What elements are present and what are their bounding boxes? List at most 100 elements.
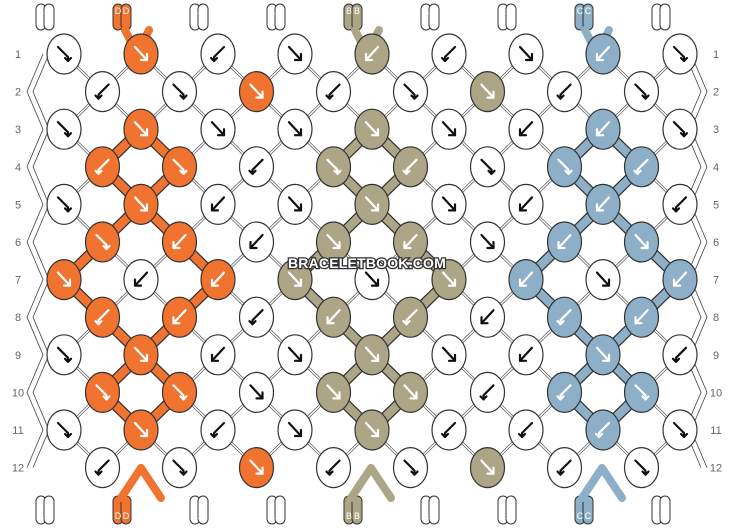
knot <box>546 221 583 263</box>
knot <box>161 70 198 113</box>
knot-arrowhead-icon <box>94 169 103 175</box>
knot <box>84 447 121 489</box>
knot <box>238 371 275 413</box>
knot <box>200 33 236 75</box>
knot <box>469 296 506 338</box>
knot-arrowhead-icon <box>63 132 73 138</box>
knot-arrowhead-icon <box>172 316 181 325</box>
knot-arrowhead-icon <box>679 56 689 63</box>
bottom-band-C <box>598 464 626 502</box>
knot-arrowhead-icon <box>326 316 335 325</box>
knot-arrowhead-icon <box>332 391 341 400</box>
knot-arrow-icon <box>441 346 457 362</box>
knot-arrowhead-icon <box>440 432 450 439</box>
knot <box>546 70 583 113</box>
knot <box>161 447 198 489</box>
row-label-left: 8 <box>15 312 21 324</box>
knot-arrowhead-icon <box>410 470 419 476</box>
knot-arrowhead-icon <box>447 353 457 362</box>
bottom-strand-A <box>505 495 517 525</box>
knot-arrowhead-icon <box>672 278 682 287</box>
knot <box>546 296 583 338</box>
knot <box>123 259 159 301</box>
knot-arrowhead-icon <box>486 90 495 99</box>
knot-arrow-icon <box>595 271 611 287</box>
top-strand-label: A <box>662 6 668 16</box>
knot <box>469 371 506 413</box>
knot-arrowhead-icon <box>402 320 411 326</box>
knot-arrowhead-icon <box>63 207 73 213</box>
knot-arrowhead-icon <box>94 470 103 476</box>
knot-arrow-icon <box>133 271 149 287</box>
bottom-band-B <box>347 464 375 502</box>
knot-arrow-icon <box>403 233 418 250</box>
knot <box>46 409 82 451</box>
bottom-strand-label: A <box>269 511 275 521</box>
knot <box>315 146 352 188</box>
knot <box>200 409 236 451</box>
knot <box>623 70 660 113</box>
knot-arrowhead-icon <box>641 94 650 100</box>
knot <box>354 108 390 150</box>
knot-arrowhead-icon <box>447 128 457 137</box>
knot <box>469 447 506 489</box>
top-strand-label: B <box>354 6 360 16</box>
knot <box>123 409 159 451</box>
knot <box>315 70 352 113</box>
knot <box>392 447 429 489</box>
row-label-right: 1 <box>713 49 719 61</box>
knot-arrowhead-icon <box>370 278 380 287</box>
knot <box>84 371 121 413</box>
bottom-strand-A <box>43 495 55 525</box>
row-label-left: 10 <box>12 387 24 399</box>
knot <box>508 334 544 376</box>
knot-arrowhead-icon <box>209 56 219 63</box>
knot-arrow-icon <box>634 309 649 325</box>
knot <box>469 221 506 263</box>
knot-arrowhead-icon <box>210 353 220 362</box>
knot-arrow-icon <box>210 346 226 362</box>
knot <box>546 146 583 188</box>
knot-arrow-icon <box>441 196 457 212</box>
knot-arrow-icon <box>557 233 572 250</box>
bottom-strand-label: A <box>277 511 283 521</box>
knot <box>161 221 198 263</box>
knot-arrowhead-icon <box>333 169 342 175</box>
knot-arrowhead-icon <box>133 278 143 287</box>
knot <box>315 447 352 489</box>
knot-arrowhead-icon <box>139 353 149 362</box>
knot <box>123 33 159 75</box>
knot-arrowhead-icon <box>370 428 380 438</box>
knot-arrow-icon <box>326 309 341 325</box>
knot <box>662 183 698 225</box>
knot <box>431 183 467 225</box>
top-strand-label: A <box>192 6 198 16</box>
bottom-strand-label: A <box>508 511 514 521</box>
knot-arrowhead-icon <box>634 316 643 325</box>
knot <box>508 259 544 301</box>
knot <box>392 221 429 263</box>
knot-arrow-icon <box>364 271 380 287</box>
knot-arrowhead-icon <box>293 428 303 438</box>
knot <box>431 334 467 376</box>
knot-arrow-icon <box>672 271 688 287</box>
top-strand-label: A <box>654 6 660 16</box>
knot-arrow-icon <box>326 233 341 250</box>
row-label-left: 1 <box>15 49 21 61</box>
knot-arrowhead-icon <box>293 203 303 212</box>
bottom-strand-label: A <box>500 511 506 521</box>
knot-arrowhead-icon <box>293 353 303 362</box>
knot <box>662 108 698 150</box>
knot-arrowhead-icon <box>595 52 605 62</box>
knot <box>508 409 544 451</box>
top-strand-label: A <box>500 6 506 16</box>
knot-arrowhead-icon <box>518 278 528 287</box>
knot <box>431 33 467 75</box>
knot-arrow-icon <box>287 196 303 212</box>
knot <box>508 108 544 150</box>
knot <box>238 146 275 188</box>
knot-arrow-icon <box>56 271 72 287</box>
knot-arrow-icon <box>249 83 264 99</box>
knot-arrowhead-icon <box>255 90 264 99</box>
row-label-left: 7 <box>15 275 21 287</box>
